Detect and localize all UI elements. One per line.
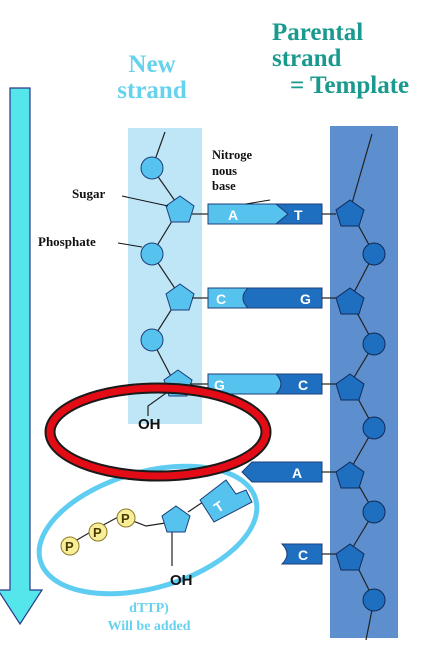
sugar-pentagon (335, 287, 365, 315)
base-a-shape (207, 203, 289, 225)
svg-text:P: P (93, 525, 102, 540)
parental-strand-title: Parental strand = Template (272, 19, 410, 99)
phosphate-circle (140, 328, 164, 352)
base-c2-shape (274, 373, 323, 395)
template-base-label: A (292, 465, 302, 481)
new-base-label: C (216, 291, 226, 307)
base-pair-3: G C (190, 373, 336, 395)
parental-title-line1: Parental (272, 19, 364, 46)
incoming-base-t-shape (199, 479, 253, 523)
base-c3-shape (280, 543, 323, 565)
template-base-label: T (294, 207, 303, 223)
sugar-pentagon (335, 543, 365, 571)
phosphate-p-icon (60, 536, 80, 556)
oh-incoming-label: OH (170, 572, 193, 589)
phosphate-circle (362, 332, 386, 356)
sugar-pentagon (335, 373, 365, 401)
phosphate-circle (362, 500, 386, 524)
base-t-shape (274, 203, 323, 225)
new-strand-title: New strand (106, 51, 198, 105)
phosphate-leader-line (117, 242, 143, 248)
nitrogenous-leader-line (245, 199, 271, 205)
new-base-label: G (214, 377, 225, 393)
base-pair-1: A T (192, 203, 336, 225)
svg-text:P: P (121, 511, 130, 526)
template-base-label: C (298, 377, 308, 393)
new-strand-title-line2: strand (117, 77, 187, 105)
phosphate-circle (140, 242, 164, 266)
attachment-site-ring-fill (46, 384, 270, 480)
sugar-leader-line (121, 195, 169, 207)
sugar-label: Sugar (72, 186, 106, 201)
phosphate-p-icon (116, 508, 136, 528)
template-base-label: G (300, 291, 311, 307)
incoming-nucleotide: P P P T (60, 479, 253, 566)
phosphate-label: Phosphate (38, 234, 96, 249)
template-base-4: A (241, 461, 336, 483)
incoming-sugar-pentagon (161, 505, 191, 533)
sugar-pentagon (165, 195, 195, 223)
dttp-note-line2: Will be added (107, 619, 191, 635)
template-base-5: C (280, 543, 336, 565)
nitrogenous-base-label: Nitroge nous base (212, 148, 253, 194)
dttp-note: dTTP) Will be added (64, 600, 234, 636)
base-pair-2: C G (192, 287, 336, 309)
new-base-label: A (228, 207, 238, 223)
sugar-pentagon (165, 283, 195, 311)
svg-text:P: P (65, 539, 74, 554)
base-g-shape (242, 287, 323, 309)
base-c-shape (207, 287, 250, 309)
phosphate-p-icon (88, 522, 108, 542)
base-a2-shape (241, 461, 323, 483)
direction-arrow (0, 87, 44, 626)
parental-title-line3: = Template (290, 71, 410, 99)
new-strand-band (128, 128, 202, 424)
sugar-pentagon (335, 461, 365, 489)
dttp-note-line1: dTTP) (129, 601, 169, 616)
parental-title-line2: strand (272, 45, 342, 73)
phosphate-circle (362, 242, 386, 266)
phosphate-circle (362, 416, 386, 440)
template-base-label: C (298, 547, 308, 563)
incoming-highlight-oval (36, 463, 260, 597)
sugar-pentagon (335, 199, 365, 227)
phosphate-circle (140, 156, 164, 180)
phosphate-circle (362, 588, 386, 612)
new-strand-title-line1: New (128, 51, 176, 78)
oh-end-label: OH (138, 416, 161, 433)
